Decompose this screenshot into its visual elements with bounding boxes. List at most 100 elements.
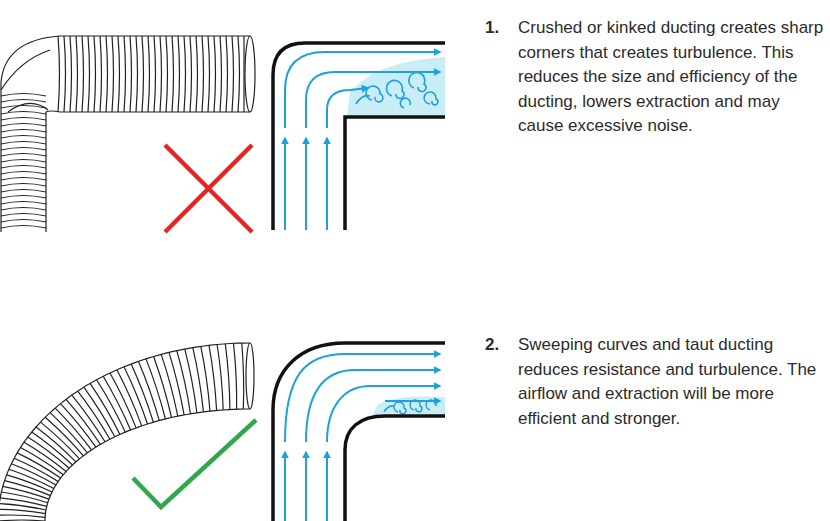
hose-rib (64, 36, 66, 112)
note-text: Sweeping curves and taut ducting reduces… (518, 333, 825, 431)
hose-rib (160, 36, 162, 112)
hose-rib (1, 130, 46, 133)
hose-rib (0, 520, 45, 521)
hose-rib (90, 383, 120, 434)
hose-rib (14, 458, 58, 481)
hose-rib (1, 100, 46, 103)
hose-rib (1, 226, 46, 229)
hose-rib (225, 344, 230, 410)
hose-rib (1, 94, 46, 97)
callout-number: 1. (485, 16, 515, 41)
duct-wall (345, 416, 445, 521)
hose-rib (1, 142, 46, 145)
hose-rib (226, 36, 228, 112)
hose-rib (172, 36, 174, 112)
hose-rib (201, 346, 210, 411)
hose-rib (232, 36, 234, 112)
hose-rib (154, 36, 156, 112)
hose-end (245, 36, 255, 112)
hose-rib (0, 509, 45, 513)
hose-rib (1, 214, 46, 217)
hose-rib (1, 196, 46, 199)
hose-rib (220, 36, 222, 112)
hose-rib (1, 178, 46, 181)
hose-rib (238, 36, 240, 112)
hose-rib (142, 36, 144, 112)
turbulence (347, 57, 445, 116)
hose-rib (112, 36, 114, 112)
hose-rib (190, 36, 192, 112)
hose-rib (177, 351, 191, 414)
swirls (356, 73, 438, 108)
hose-rib (88, 36, 90, 112)
hose-outline (1, 36, 250, 232)
hose-rib (0, 498, 47, 507)
hose-rib (202, 36, 204, 112)
hose-rib (0, 515, 45, 517)
hose-rib (66, 399, 100, 444)
hose-rib (1, 106, 46, 109)
hose-rib (1, 124, 46, 127)
hose-rib (166, 36, 168, 112)
hose-rib (208, 36, 210, 112)
hose-outline (45, 409, 250, 521)
hose-rib (154, 357, 172, 418)
hose-rib (82, 36, 84, 112)
hose-outline (0, 343, 250, 521)
turbulence (372, 397, 445, 416)
hose-kink (1, 50, 50, 112)
hose-rib (1, 172, 46, 175)
airflow-arrows (285, 354, 440, 521)
hose-rib (130, 36, 132, 112)
hose-rib (209, 345, 217, 410)
hose-rib (1, 154, 46, 157)
hose-rib (100, 36, 102, 112)
hose-end (246, 343, 254, 409)
hose-rib (94, 36, 96, 112)
duct-wall (273, 343, 445, 521)
hose-rib (70, 36, 72, 112)
hose-rib (1, 492, 47, 503)
hose-rib (1, 112, 46, 115)
hose-rib (61, 404, 96, 448)
hose-rib (17, 453, 60, 478)
hose-rib (1, 136, 46, 139)
kinked-duct (1, 36, 255, 232)
swirls (384, 400, 436, 414)
hose-rib (139, 361, 160, 420)
hose-rib (97, 380, 126, 432)
hose-rib (169, 352, 184, 415)
hose-rib (146, 359, 165, 419)
hose-rib (136, 36, 138, 112)
duct-wall (345, 117, 445, 230)
hose-rib (193, 348, 204, 412)
curved-duct (0, 343, 254, 521)
duct-wall (273, 43, 445, 230)
hose-rib (161, 354, 178, 416)
note-text: Crushed or kinked ducting creates sharp … (518, 16, 825, 139)
hose-rib (1, 190, 46, 193)
hose-rib (234, 343, 237, 409)
hose-rib (78, 391, 110, 439)
hose-rib (242, 343, 244, 409)
hose-rib (1, 148, 46, 151)
hose-rib (178, 36, 180, 112)
hose-rib (1, 208, 46, 211)
hose-rib (217, 345, 223, 411)
hose-rib (148, 36, 150, 112)
hose-rib (1, 160, 46, 163)
hose-rib (1, 166, 46, 169)
hose-rib (84, 387, 115, 437)
check-mark (133, 420, 256, 507)
hose-rib (118, 36, 120, 112)
airflow-arrows (285, 52, 440, 230)
hose-rib (72, 395, 105, 442)
hose-rib (196, 36, 198, 112)
hose-rib (1, 184, 46, 187)
hose-rib (103, 376, 130, 430)
hose-rib (1, 202, 46, 205)
callout-number: 2. (485, 333, 515, 358)
cross-mark (165, 145, 252, 232)
hose-rib (1, 118, 46, 121)
hose-rib (184, 36, 186, 112)
